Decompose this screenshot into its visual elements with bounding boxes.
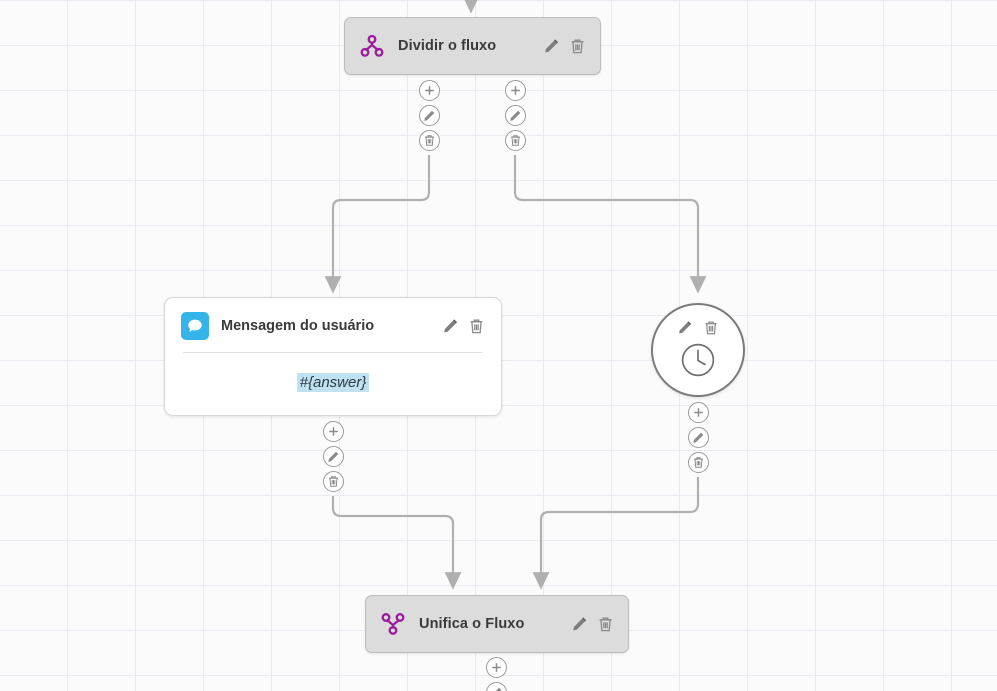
node-user-message-title: Mensagem do usuário — [221, 318, 375, 334]
add-icon[interactable] — [486, 657, 507, 678]
node-user-message-header: Mensagem do usuário — [165, 298, 501, 340]
node-merge-flow[interactable]: Unifica o Fluxo — [365, 595, 629, 653]
edit-icon[interactable] — [571, 616, 588, 633]
delete-icon[interactable] — [323, 471, 344, 492]
delete-icon[interactable] — [468, 318, 485, 335]
delete-icon[interactable] — [597, 616, 614, 633]
node-merge-title: Unifica o Fluxo — [419, 616, 525, 632]
add-icon[interactable] — [323, 421, 344, 442]
node-user-message-body: #{answer} — [165, 353, 501, 415]
node-user-message-actions — [442, 318, 485, 335]
clock-icon — [679, 341, 717, 379]
delete-icon[interactable] — [505, 130, 526, 151]
delete-icon[interactable] — [419, 130, 440, 151]
add-icon[interactable] — [688, 402, 709, 423]
port-stack-merge-out[interactable] — [486, 657, 507, 691]
port-stack-delay-out[interactable] — [688, 402, 709, 473]
add-icon[interactable] — [419, 80, 440, 101]
node-user-message-divider — [183, 352, 483, 353]
node-split-title: Dividir o fluxo — [398, 38, 497, 54]
port-stack-split-out-left[interactable] — [419, 80, 440, 151]
merge-branch-icon — [380, 611, 406, 637]
variable-chip-answer[interactable]: #{answer} — [296, 372, 370, 392]
delete-icon[interactable] — [703, 319, 720, 336]
edit-icon[interactable] — [677, 319, 694, 336]
edit-icon[interactable] — [419, 105, 440, 126]
edge-split-to-message — [324, 155, 431, 294]
edit-icon[interactable] — [543, 38, 560, 55]
edit-icon[interactable] — [505, 105, 526, 126]
node-merge-actions — [571, 616, 614, 633]
chat-bubble-icon — [181, 312, 209, 340]
edge-delay-to-merge — [532, 477, 700, 590]
edit-icon[interactable] — [688, 427, 709, 448]
edit-icon[interactable] — [323, 446, 344, 467]
edit-icon[interactable] — [486, 682, 507, 691]
node-split-flow[interactable]: Dividir o fluxo — [344, 17, 601, 75]
port-stack-split-out-right[interactable] — [505, 80, 526, 151]
split-branch-icon — [359, 33, 385, 59]
node-delay-actions — [677, 319, 720, 336]
delete-icon[interactable] — [688, 452, 709, 473]
edge-split-to-delay — [513, 155, 707, 294]
port-stack-message-out[interactable] — [323, 421, 344, 492]
node-split-actions — [543, 38, 586, 55]
delete-icon[interactable] — [569, 38, 586, 55]
edit-icon[interactable] — [442, 318, 459, 335]
node-user-message[interactable]: Mensagem do usuário — [164, 297, 502, 416]
edge-message-to-merge — [331, 496, 462, 590]
node-delay[interactable] — [651, 303, 745, 397]
add-icon[interactable] — [505, 80, 526, 101]
